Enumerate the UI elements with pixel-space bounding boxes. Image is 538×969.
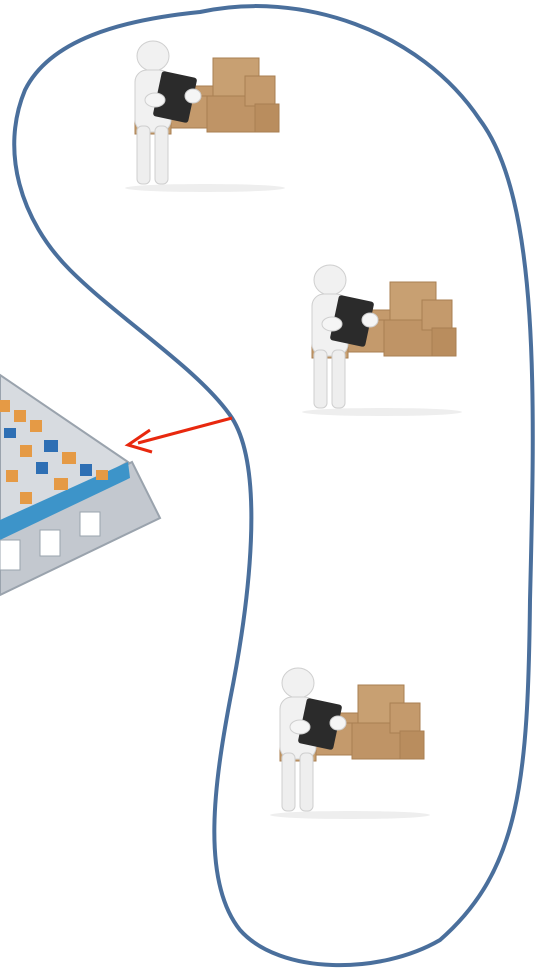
warehouse-icon	[0, 375, 160, 595]
worker-group-2	[302, 265, 462, 416]
worker-with-clipboard-and-boxes-icon	[302, 265, 462, 416]
arrow-to-warehouse	[128, 418, 232, 452]
worker-with-clipboard-and-boxes-icon	[270, 668, 430, 819]
worker-with-clipboard-and-boxes-icon	[125, 41, 285, 192]
worker-group-1	[125, 41, 285, 192]
worker-group-3	[270, 668, 430, 819]
